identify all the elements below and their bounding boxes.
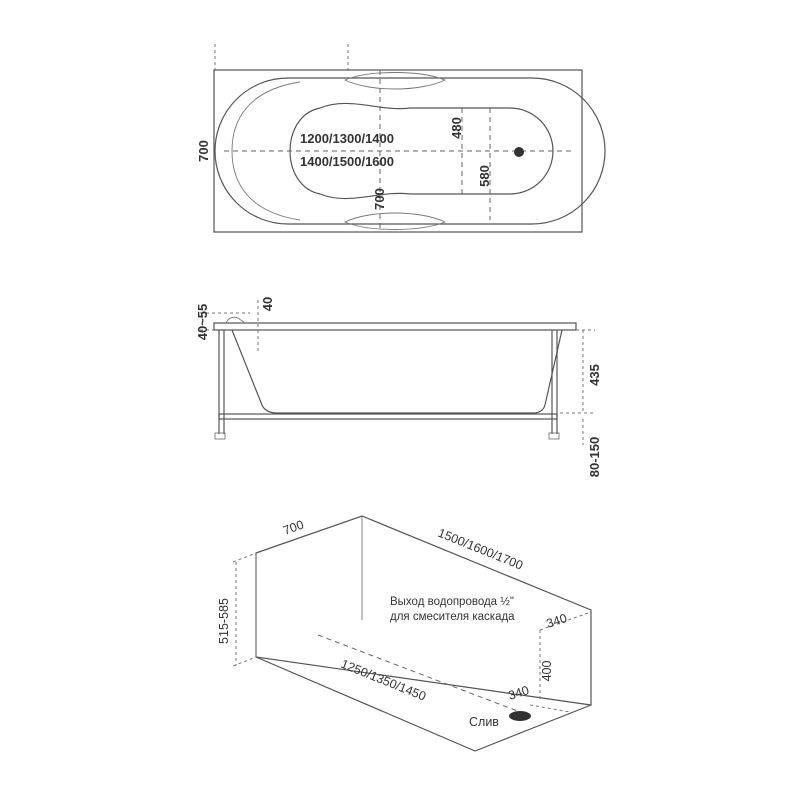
top-view-frame (213, 69, 583, 233)
side-view: 40~55 40 435 80-150 (195, 297, 602, 477)
drain-label: Слив (469, 715, 499, 729)
inner-dim-480: 480 (449, 117, 464, 139)
rim-height-label: 40~55 (195, 304, 210, 341)
length-small-label: 1200/1300/1400 (300, 131, 394, 146)
overflow-pipe (225, 316, 246, 324)
foot-right (548, 432, 560, 440)
backrest-contour (231, 81, 301, 221)
iso-view: 700 1500/1600/1700 515-585 1250/1350/145… (217, 515, 592, 752)
length-label: 1500/1600/1700 (436, 526, 525, 573)
dim-line-floor (317, 634, 521, 713)
rim-thickness-label: 40 (260, 297, 275, 311)
tub-outer-contour (214, 77, 606, 225)
depth-label: 435 (587, 364, 602, 386)
dim-guide-bottom-left (232, 656, 257, 667)
inner-dim-700: 700 (372, 188, 387, 210)
legs-label: 80-150 (587, 437, 602, 477)
inner-dim-580: 580 (477, 165, 492, 187)
drain-icon (509, 711, 531, 721)
width-label: 700 (196, 140, 211, 162)
frame-crossbar (218, 413, 558, 420)
water-note-line2: для смесителя каскада (390, 611, 515, 623)
depth-label-700: 700 (281, 518, 305, 538)
height-400-label: 400 (540, 661, 554, 682)
niche-floor-front (255, 656, 592, 752)
tub-rim (213, 322, 577, 331)
armrest-bottom (343, 212, 447, 230)
tub-inner-bowl (289, 102, 554, 200)
dim-guide-top-left (232, 552, 257, 563)
offset-340-top-label: 340 (545, 611, 569, 631)
foot-left (214, 432, 226, 440)
armrest-top (343, 72, 447, 90)
height-label: 515-585 (217, 598, 231, 644)
water-note-line1: Выход водопровода ½" (390, 596, 514, 608)
drain-hole-icon (514, 147, 524, 157)
offset-340-bottom-label: 340 (507, 683, 531, 703)
dim-line-340-bottom (529, 704, 571, 713)
length-large-label: 1400/1500/1600 (300, 154, 394, 169)
top-view: 700 1200/1300/1400 1400/1500/1600 480 58… (196, 44, 606, 233)
tub-body (231, 329, 563, 414)
